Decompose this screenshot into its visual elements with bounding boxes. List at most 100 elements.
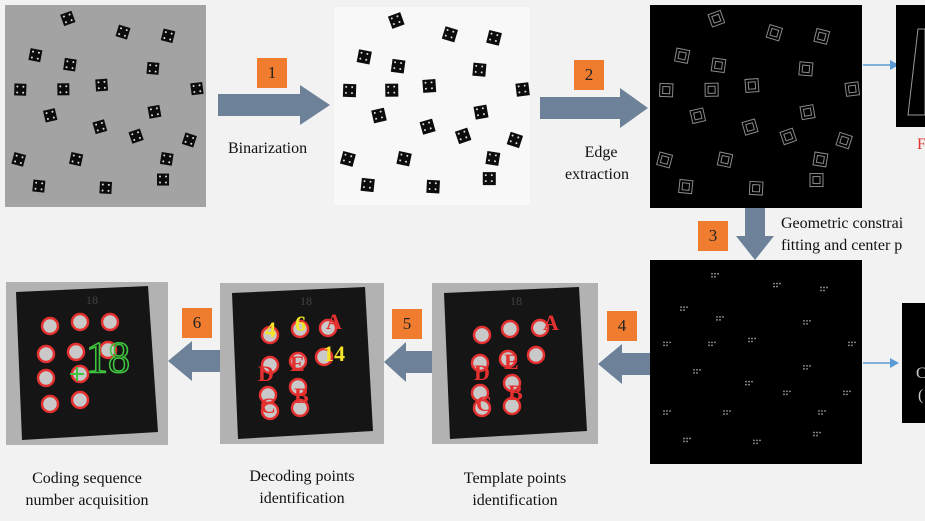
decoding-label-D: D xyxy=(258,361,274,386)
decoded-point xyxy=(70,312,90,332)
decoded-point xyxy=(36,344,56,364)
edge-label-line2: extraction xyxy=(565,166,629,183)
coded-marker xyxy=(506,131,524,149)
decoding-label-4: 4 xyxy=(265,317,276,342)
coded-marker xyxy=(147,104,162,119)
coded-marker xyxy=(515,82,530,97)
marker-edge xyxy=(798,61,814,77)
center-point xyxy=(666,410,668,412)
center-point xyxy=(753,442,755,445)
marker-edge xyxy=(748,180,764,196)
caption-coding-line2: number acquisition xyxy=(25,492,149,509)
decoding-label-6: 6 xyxy=(295,311,306,336)
center-point xyxy=(708,344,710,347)
cut-off-panel-top xyxy=(896,5,925,127)
center-point xyxy=(813,434,815,437)
center-point xyxy=(686,440,688,443)
step-5-badge: 5 xyxy=(392,309,422,339)
center-point xyxy=(751,340,753,343)
decoding-label-14: 14 xyxy=(323,341,345,366)
coded-marker xyxy=(454,127,472,145)
center-point xyxy=(783,390,785,393)
center-point xyxy=(751,380,753,383)
center-point xyxy=(821,413,823,415)
center-point xyxy=(693,368,695,371)
decoding-label-A: A xyxy=(326,309,342,334)
decoded-point xyxy=(40,316,60,336)
marker-edge xyxy=(844,81,861,97)
center-point xyxy=(824,410,826,412)
center-point xyxy=(819,431,821,434)
center-point xyxy=(826,286,828,289)
caption-template-line2: identification xyxy=(472,492,558,509)
cut-off-label-line2: ( xyxy=(918,387,924,404)
decoded-point xyxy=(288,351,308,371)
template-label-C: C xyxy=(476,391,492,416)
coded-marker xyxy=(342,83,357,98)
decoding-label-C: C xyxy=(260,393,276,418)
decoding-label-E: E xyxy=(290,351,305,376)
caption-decoding-line2: identification xyxy=(259,490,345,507)
center-point xyxy=(756,439,758,442)
arrow-edge-extraction xyxy=(540,88,648,128)
step-2-badge: 2 xyxy=(574,60,604,90)
geo-label-line1: Geometric constrai xyxy=(781,215,904,232)
center-point xyxy=(813,431,815,434)
center-point xyxy=(696,368,698,371)
arrow-down xyxy=(736,208,774,260)
center-point xyxy=(803,319,805,322)
decoded-point xyxy=(40,394,60,414)
marker-edge xyxy=(779,127,798,146)
step-3-badge: 3 xyxy=(698,221,728,251)
center-point xyxy=(816,431,818,434)
coded-marker xyxy=(146,61,160,75)
decoded-point xyxy=(500,319,520,339)
center-point xyxy=(745,380,747,383)
center-point xyxy=(680,309,682,312)
edge-extraction-label: Edge extraction xyxy=(565,142,631,186)
coded-marker xyxy=(160,28,176,44)
center-point xyxy=(820,289,822,292)
center-point xyxy=(846,393,848,396)
center-point xyxy=(745,383,747,386)
coded-marker xyxy=(356,49,372,65)
coded-marker xyxy=(485,151,501,166)
center-point xyxy=(711,341,713,344)
coded-marker xyxy=(419,118,436,135)
coded-marker xyxy=(115,24,131,40)
center-point xyxy=(809,319,811,322)
coded-marker xyxy=(60,10,76,27)
center-point xyxy=(851,341,853,344)
center-point xyxy=(708,341,710,344)
center-point xyxy=(806,319,808,322)
template-top-number: 18 xyxy=(510,294,522,308)
decoded-point xyxy=(290,319,310,339)
marker-edge xyxy=(765,23,784,42)
center-point xyxy=(726,413,728,415)
caption-coding-line1: Coding sequence xyxy=(32,470,142,487)
decoding-top-number: 18 xyxy=(300,294,312,308)
center-point xyxy=(773,282,775,285)
coded-marker xyxy=(57,83,70,96)
center-point xyxy=(663,410,665,412)
template-label-E: E xyxy=(504,349,519,374)
center-point xyxy=(748,337,750,340)
coded-marker xyxy=(32,179,46,193)
center-point xyxy=(699,368,701,371)
edge-label-line1: Edge xyxy=(584,144,618,161)
center-point xyxy=(669,341,671,344)
center-point xyxy=(803,322,805,325)
center-point xyxy=(719,316,721,318)
decoded-point xyxy=(260,401,280,421)
center-point xyxy=(717,272,719,275)
center-point xyxy=(666,341,668,344)
binarized-image-panel xyxy=(334,7,530,205)
decoded-point xyxy=(502,373,522,393)
coded-marker xyxy=(69,152,84,167)
marker-edge xyxy=(744,78,760,93)
center-point xyxy=(683,309,685,312)
coded-marker xyxy=(486,30,502,46)
center-point xyxy=(716,319,718,321)
decoding-label-B: B xyxy=(294,383,309,408)
step-6-badge: 6 xyxy=(182,308,212,338)
